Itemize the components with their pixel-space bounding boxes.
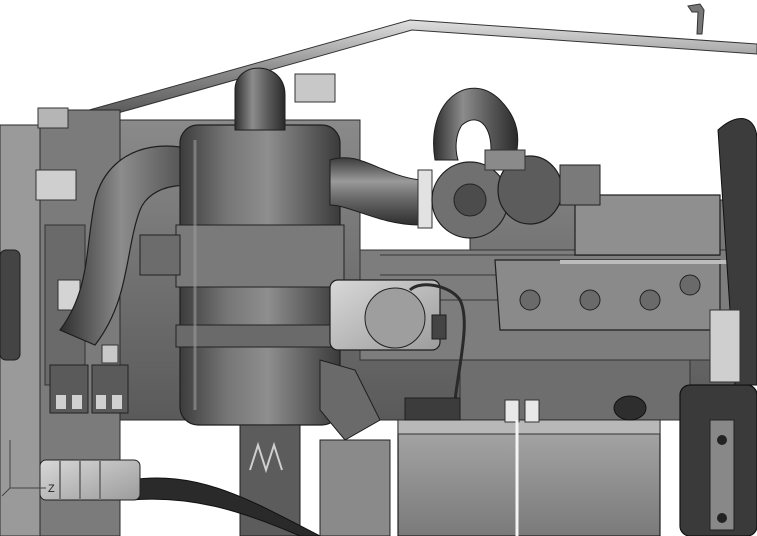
fuel-injection-pump[interactable] — [329, 279, 447, 351]
battery-terminal — [504, 399, 520, 423]
battery-terminal — [524, 399, 540, 423]
rail-hook — [687, 3, 705, 35]
filter-outlet-pipe[interactable] — [319, 359, 381, 441]
turbo-intake-duct[interactable] — [329, 87, 519, 226]
exhaust-manifold[interactable] — [494, 259, 735, 331]
relay-left[interactable] — [49, 364, 89, 414]
turbocharger[interactable] — [417, 149, 563, 239]
relay-right[interactable] — [91, 364, 129, 414]
fuel-hose[interactable] — [39, 459, 321, 536]
cylinder-head[interactable] — [559, 164, 721, 256]
mount-bracket[interactable] — [319, 439, 391, 536]
coolant-tank[interactable] — [679, 118, 757, 536]
axis-triad: Z — [1, 440, 55, 497]
hose-fitting — [39, 459, 141, 501]
relay-connector[interactable] — [57, 279, 119, 364]
hose-clamp-left — [0, 249, 21, 361]
axis-z-label: Z — [48, 483, 55, 495]
wiring-harness[interactable] — [408, 283, 466, 401]
battery[interactable] — [397, 395, 661, 536]
air-filter-housing[interactable] — [139, 67, 345, 426]
